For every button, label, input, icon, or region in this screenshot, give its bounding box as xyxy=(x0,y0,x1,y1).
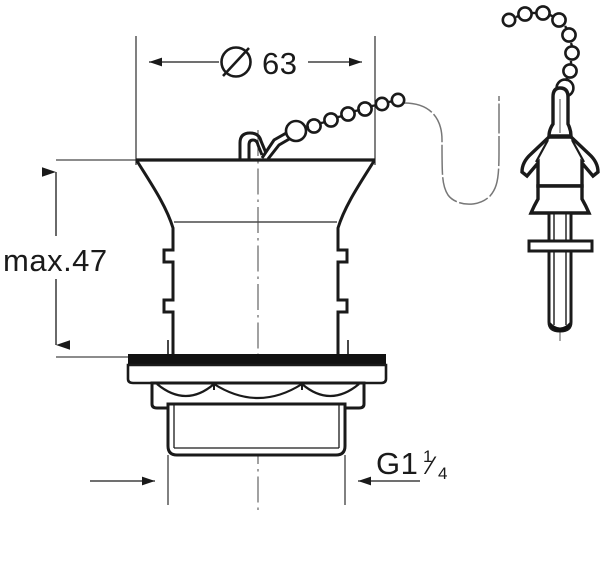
dimension-flange-diameter: 63 xyxy=(149,46,362,81)
thread-value-label: G1 xyxy=(376,446,418,481)
drain-body-assembly xyxy=(126,158,388,457)
diameter-value-label: 63 xyxy=(262,46,297,81)
plug-bell-seat xyxy=(528,184,592,215)
diameter-symbol-icon xyxy=(220,46,252,78)
plug-wing-fold-left xyxy=(535,139,549,163)
plug-wing-fold-right xyxy=(571,139,585,163)
thread-fraction-numerator: 1 xyxy=(423,447,432,466)
chain-slack-path xyxy=(403,96,500,205)
threaded-tailpiece xyxy=(166,402,347,457)
ball-chain xyxy=(284,5,580,143)
plug-stem-collar xyxy=(527,239,594,253)
extension-lines xyxy=(56,36,376,505)
flared-body-right-profile xyxy=(336,160,376,355)
backnut-chamfer-arc-right xyxy=(301,383,360,397)
thread-fraction-denominator: 4 xyxy=(438,464,447,483)
plug-stem xyxy=(547,211,573,333)
backnut-chamfer-arc-center xyxy=(213,383,303,400)
dimension-body-height: max.47 xyxy=(3,167,108,350)
height-value-label: max.47 xyxy=(3,243,108,278)
washer-plate xyxy=(126,363,388,385)
drain-plug xyxy=(520,86,600,333)
chain-anchor-bracket xyxy=(238,130,292,160)
plug-stem-tip xyxy=(550,322,570,332)
flared-body-left-profile xyxy=(135,160,175,355)
gasket-washer xyxy=(128,354,386,365)
backnut-chamfer-arc-left xyxy=(156,383,215,397)
